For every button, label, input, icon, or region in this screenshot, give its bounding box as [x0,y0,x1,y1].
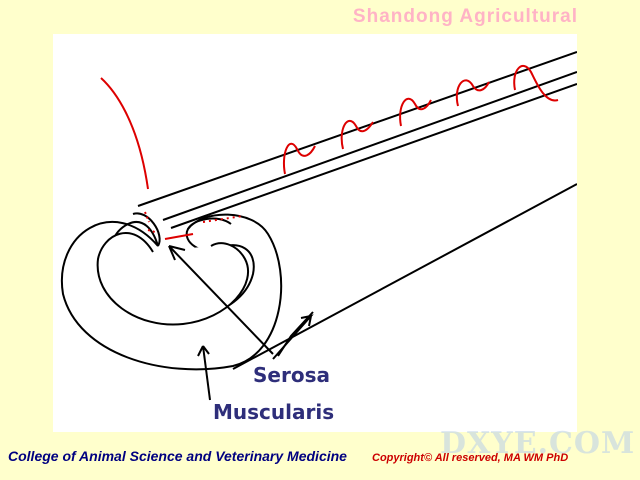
suture-thread [100,65,559,240]
watermark-logo: DXYE.COM [440,426,636,461]
label-serosa: Serosa [253,363,330,387]
left-lip-curl [132,212,161,247]
suture-dots-right [202,215,244,223]
muscularis-inner-wall [96,232,249,326]
inverted-lips [132,212,232,247]
suture-loop-3 [399,97,432,127]
diagram-panel: Serosa Muscularis [53,34,577,432]
header-title: Shandong Agricultural [352,6,578,27]
footer-college: College of Animal Science and Veterinary… [8,448,347,464]
arrow-serosa-1 [168,245,274,355]
arrowhead-serosa-2 [272,314,314,360]
arrowhead-serosa-1 [168,245,186,261]
right-lip-curl [187,217,232,230]
tube-top-edge-inner [162,71,577,221]
footer-copyright: Copyright© All reserved, MA WM PhD [372,452,569,464]
suture-loop-5 [513,65,559,102]
intestine-suture-diagram [60,51,577,401]
label-muscularis: Muscularis [213,400,335,424]
tube-bottom-edge [232,183,577,370]
pointer-arrows [168,245,314,401]
suture-tail [100,77,149,190]
suture-loop-2 [340,119,374,150]
arrowhead-muscularis [197,345,210,357]
suture-loop-4 [455,79,490,107]
arrow-muscularis [202,345,211,401]
suture-loop-1 [283,142,316,175]
suture-crossing [164,233,194,240]
suture-dots-left [144,211,156,233]
tube-top-edge-inner-2 [170,83,577,229]
